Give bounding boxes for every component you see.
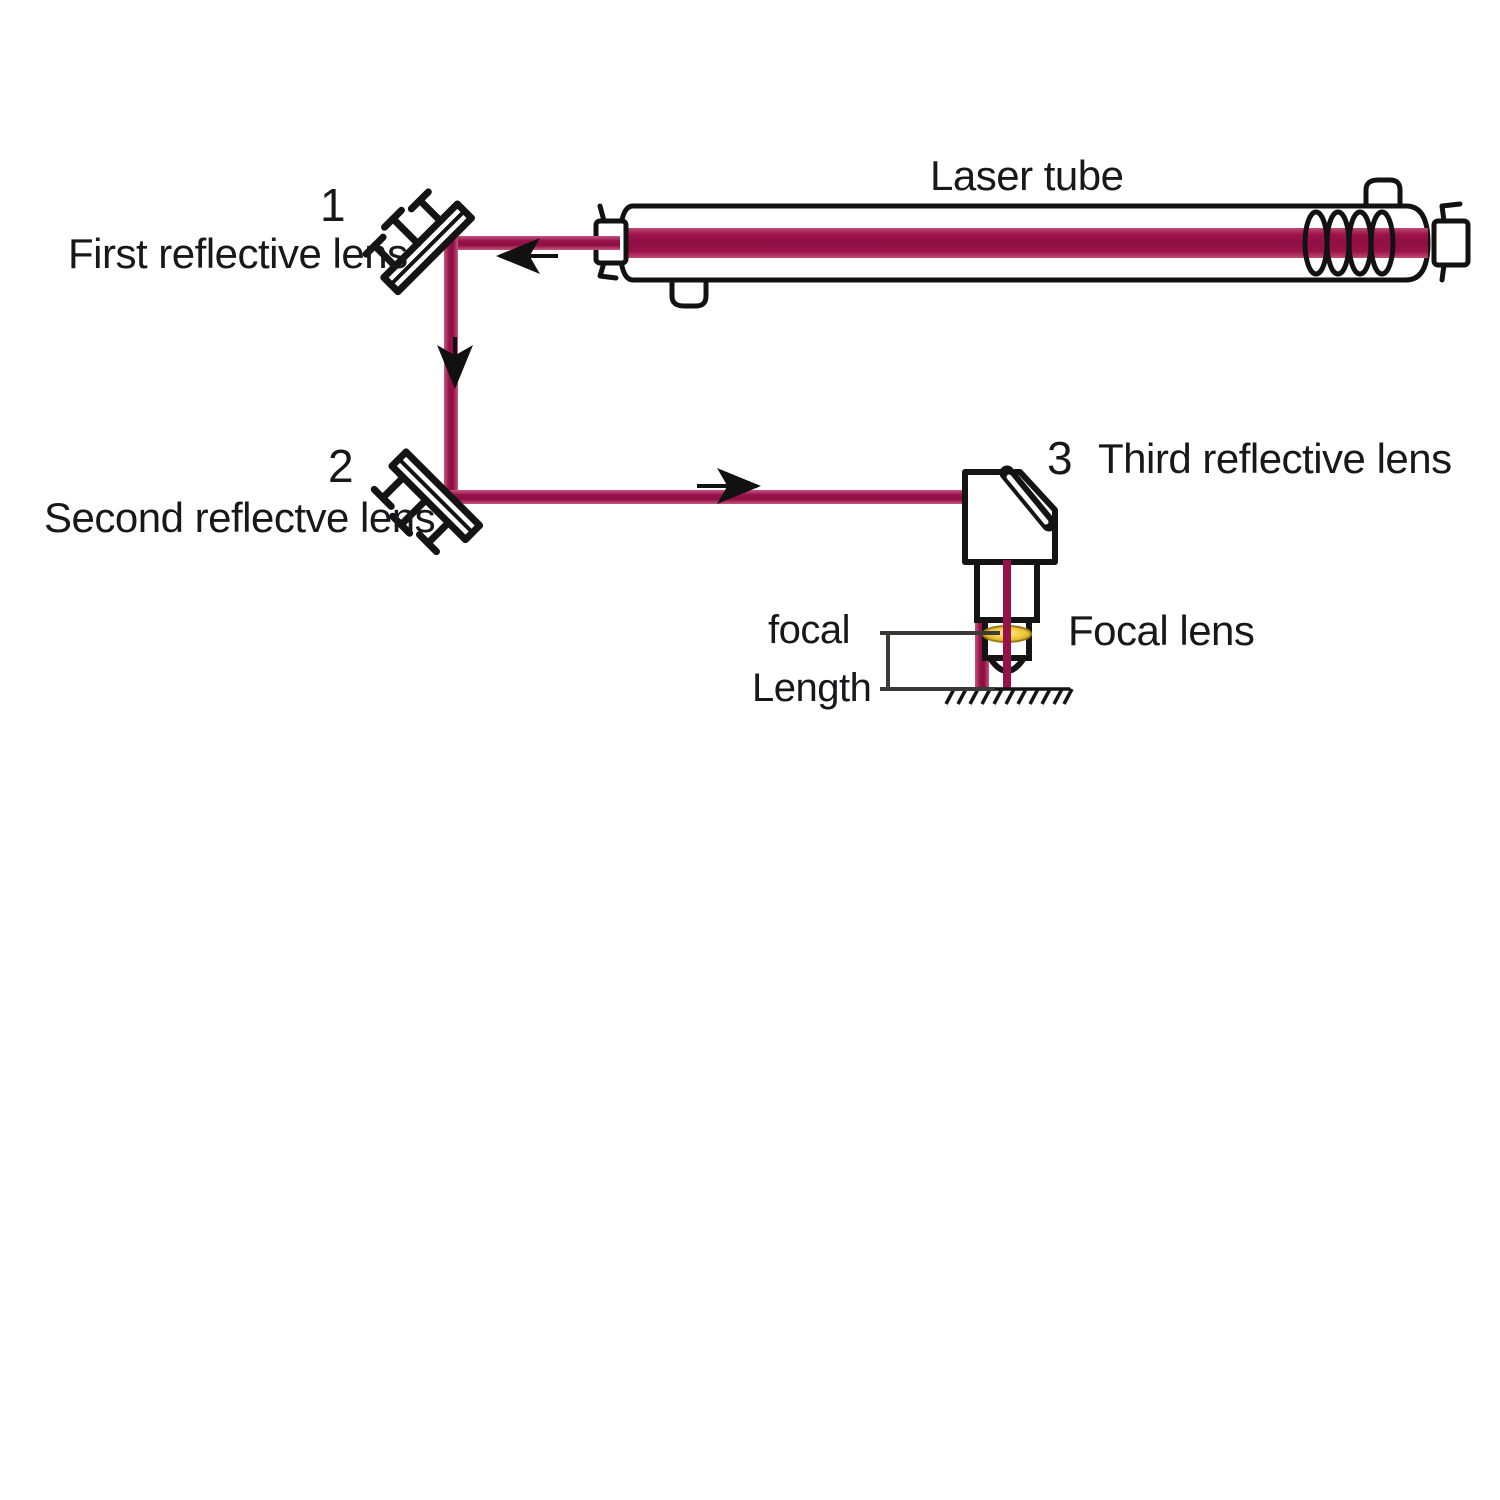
focal-length-label-line2: Length [752, 666, 872, 710]
direction-arrows [437, 238, 761, 504]
laser-beam-path [444, 236, 989, 689]
focal-length-dimension [880, 631, 1000, 691]
workpiece-surface [944, 687, 1074, 705]
third-reflective-lens-icon [999, 465, 1057, 532]
laser-path-diagram [362, 177, 1471, 705]
laser-head-assembly [962, 465, 1058, 690]
tube-right-cap [1431, 201, 1471, 283]
product-photo-area [0, 760, 1500, 1500]
focal-length-label-line1: focal [768, 608, 851, 652]
mirror-2-number: 2 [328, 440, 354, 492]
mirror-1-number: 1 [320, 179, 346, 231]
first-reflective-lens-icon [362, 188, 475, 296]
mirror-2-label: Second reflectve lens [44, 494, 436, 541]
mirror-3-label: Third reflective lens [1098, 435, 1452, 482]
mirror-3-number: 3 [1047, 432, 1073, 484]
laser-tube-graphic [593, 177, 1471, 309]
focal-lens-label: Focal lens [1068, 607, 1255, 654]
second-reflective-lens-icon [370, 448, 484, 556]
laser-tube-label: Laser tube [930, 152, 1124, 199]
mirror-1-label: First reflective lens [68, 230, 408, 277]
